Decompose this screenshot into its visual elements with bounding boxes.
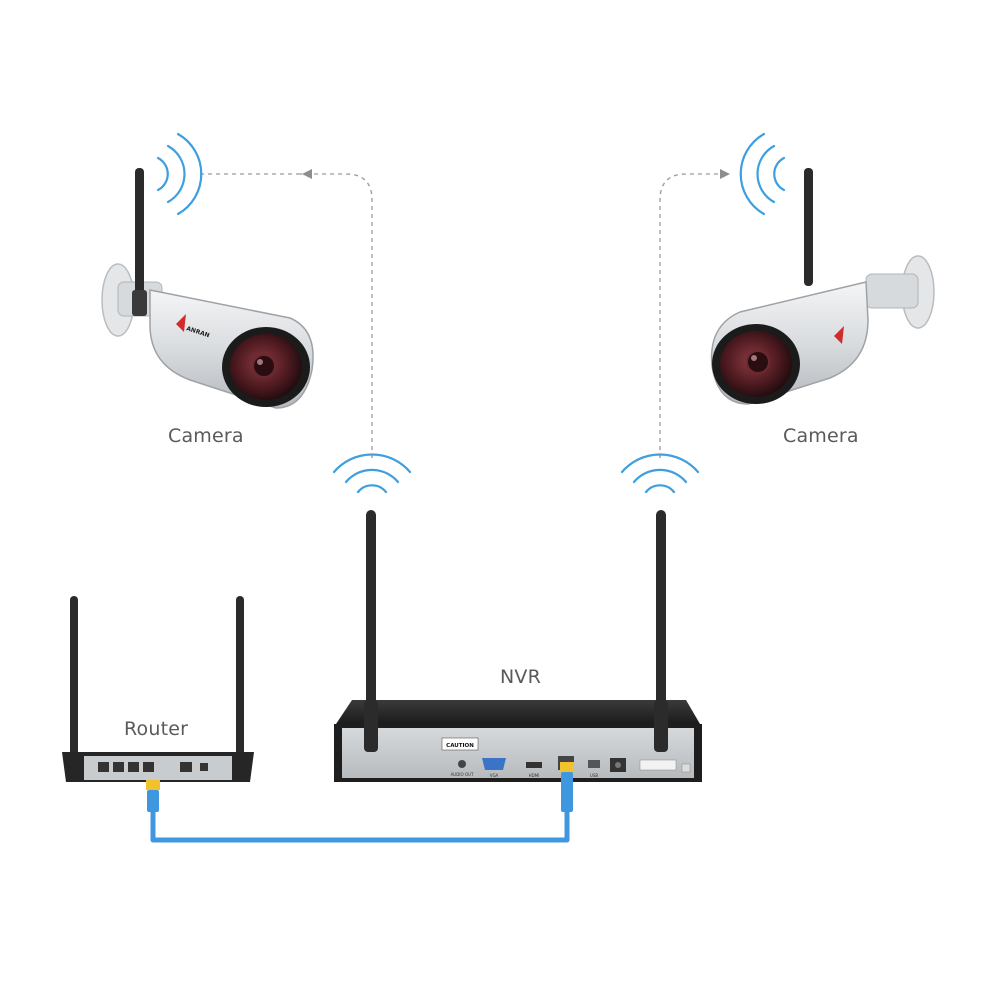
antenna xyxy=(135,168,144,298)
wifi-signal-icon xyxy=(620,453,700,494)
antenna xyxy=(366,510,376,750)
dashed-link-right xyxy=(659,173,722,458)
antenna xyxy=(70,596,78,764)
caution-label: CAUTION xyxy=(446,743,474,749)
vga-label: VGA xyxy=(490,773,499,778)
arrow-head-right xyxy=(720,169,730,179)
camera-left: ANRAN xyxy=(101,168,314,409)
brand-logo-icon xyxy=(176,314,186,332)
dashed-link-left xyxy=(300,173,373,458)
hdmi-label: HDMI xyxy=(529,773,540,778)
router xyxy=(62,596,254,782)
antenna xyxy=(804,168,813,286)
nvr: CAUTION AUDIO OUT VGA HDMI USB xyxy=(334,510,702,782)
wifi-signal-icon xyxy=(332,453,412,494)
arrow-head-left xyxy=(302,169,312,179)
antenna xyxy=(656,510,666,750)
usb-label: USB xyxy=(590,773,598,778)
camera-right-label: Camera xyxy=(783,425,859,447)
antenna xyxy=(236,596,244,764)
router-label: Router xyxy=(124,718,189,740)
wifi-signal-icon xyxy=(739,132,786,216)
brand-logo-icon xyxy=(834,326,844,344)
nvr-label: NVR xyxy=(500,666,542,688)
camera-left-label: Camera xyxy=(168,425,244,447)
wifi-signal-icon xyxy=(156,132,203,216)
audio-out-label: AUDIO OUT xyxy=(451,772,474,777)
camera-right xyxy=(710,168,935,405)
ethernet-cable xyxy=(146,762,574,843)
